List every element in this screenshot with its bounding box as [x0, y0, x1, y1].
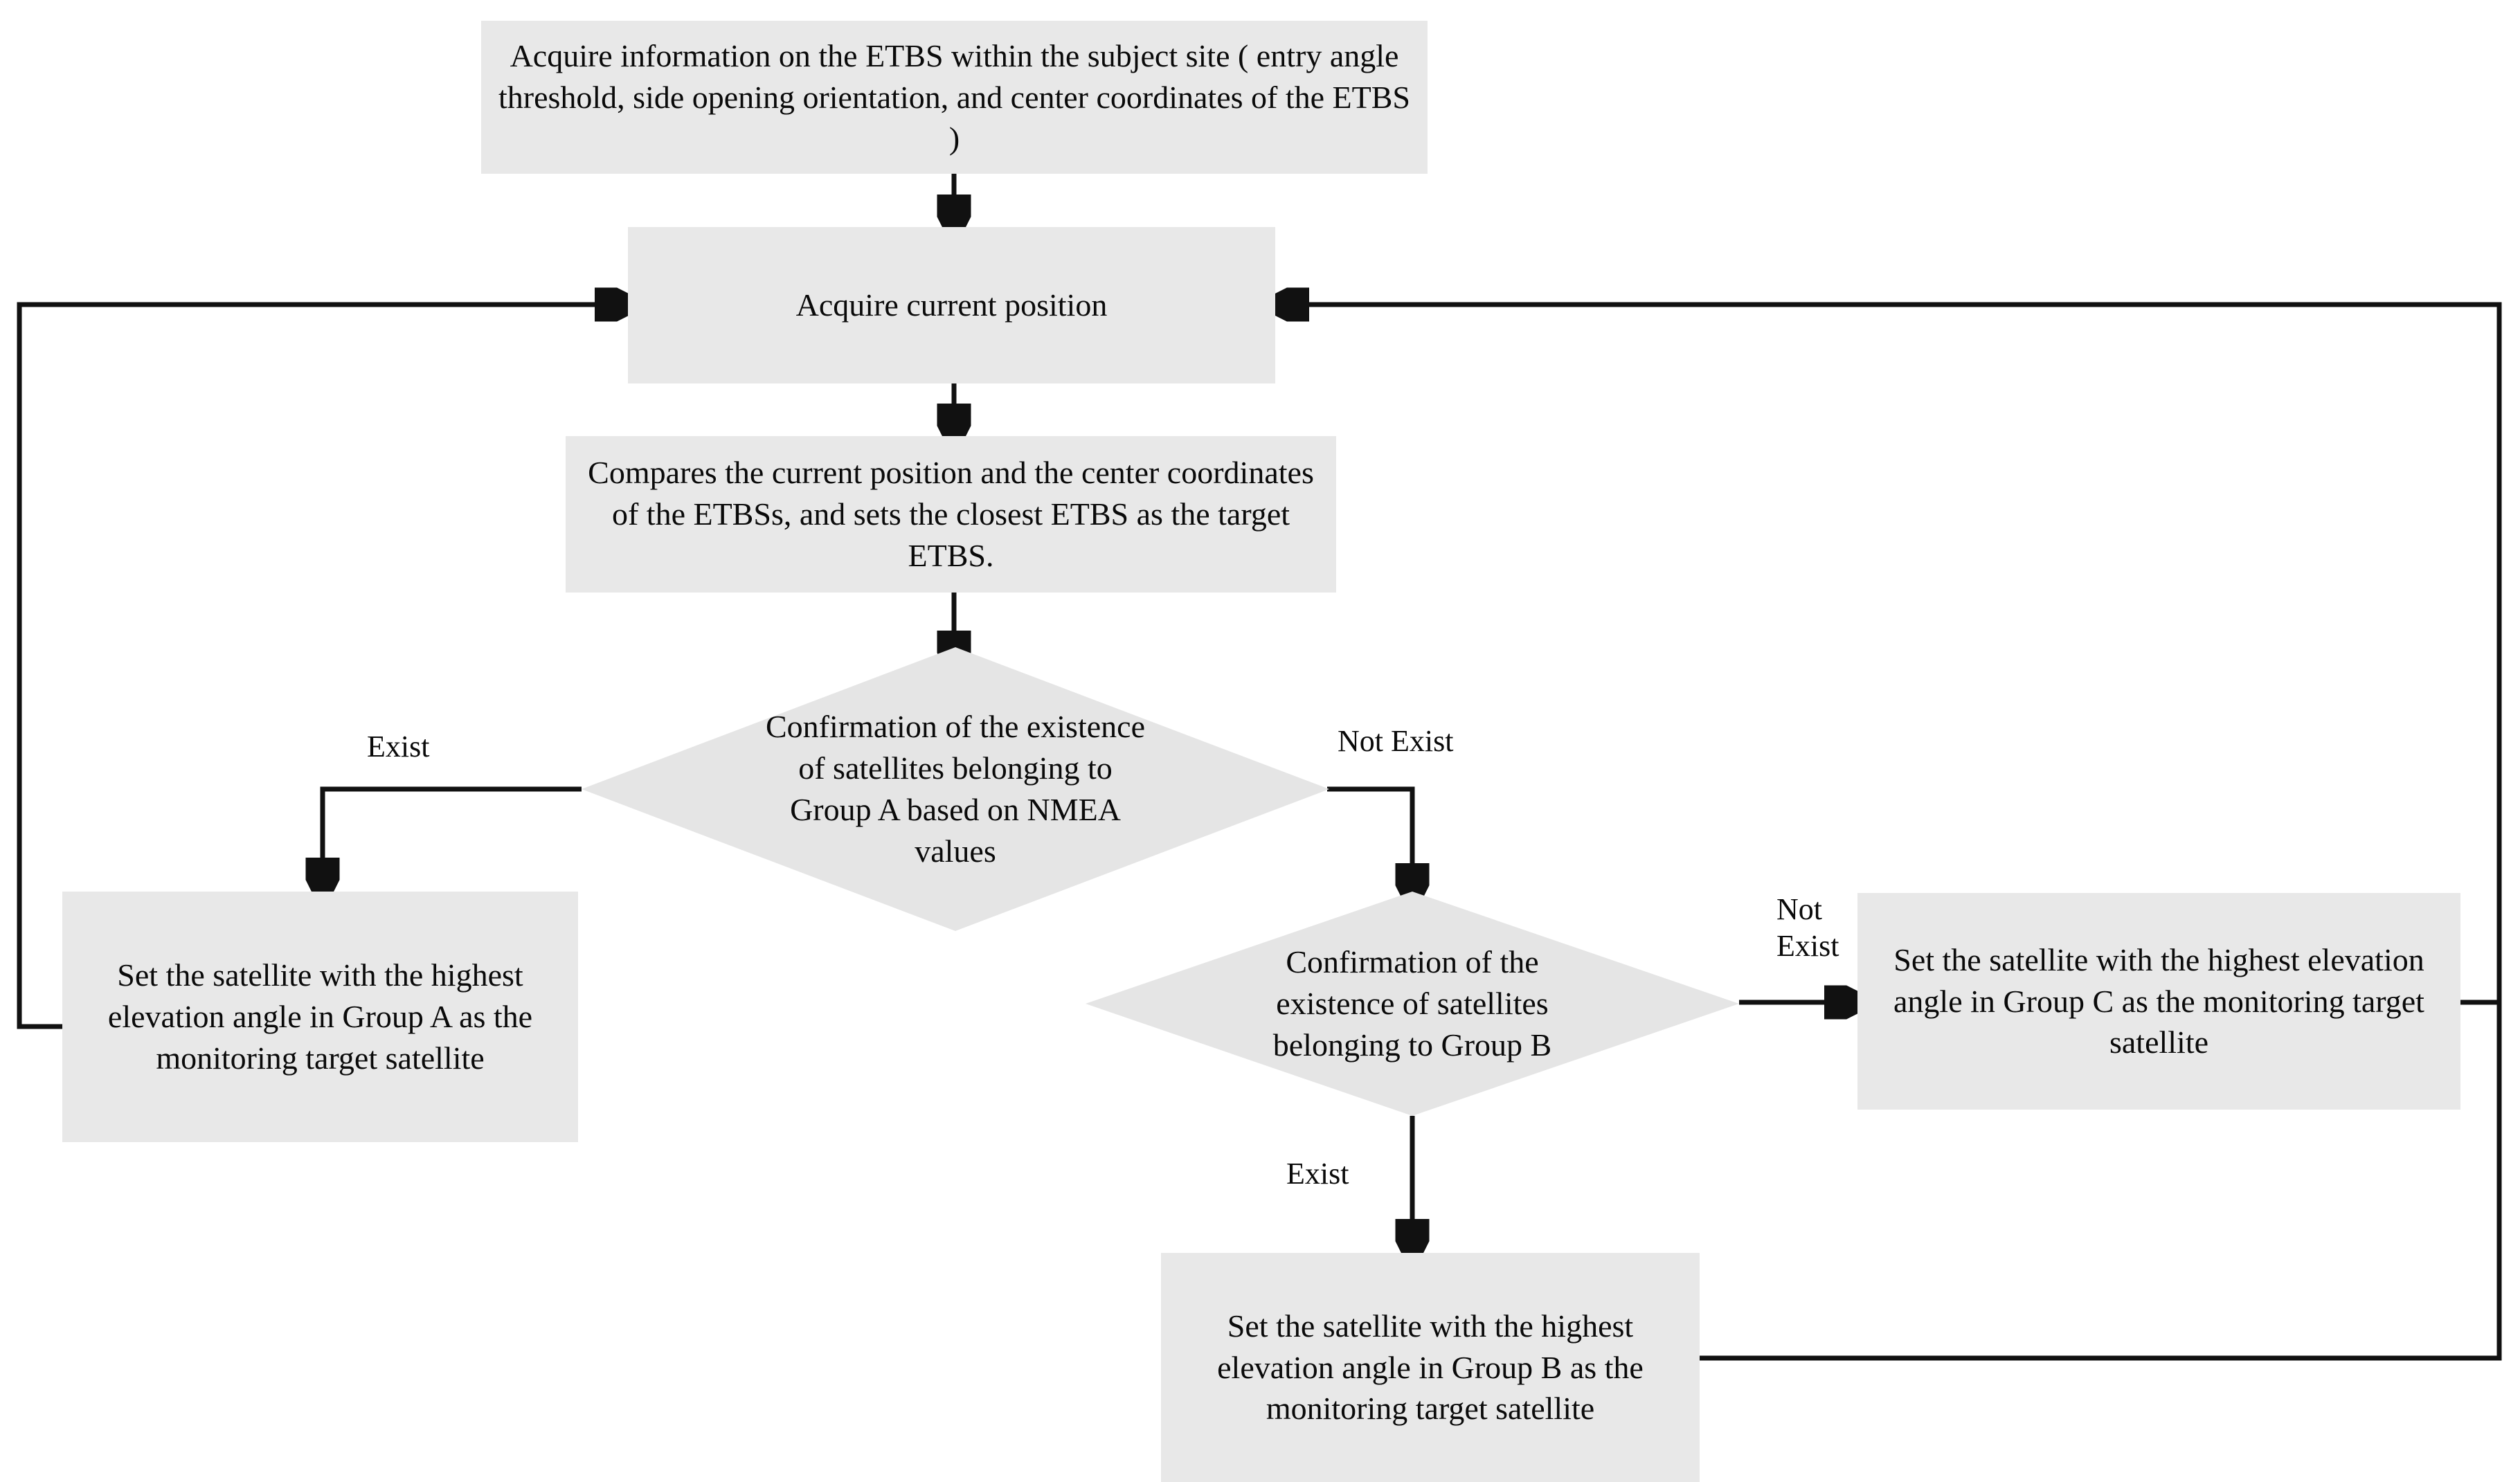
decision-group-b-label: Confirmation of the existence of satelli…: [1272, 944, 1552, 1063]
node-set-group-b: Set the satellite with the highest eleva…: [1161, 1253, 1700, 1482]
edge-group-a-feedback: [17, 305, 623, 1029]
edge-group-c-feedback: [1281, 305, 2502, 1005]
edge-label-group-b-exist: Exist: [1286, 1157, 1349, 1191]
node-set-group-a: Set the satellite with the highest eleva…: [62, 892, 578, 1142]
decision-group-a-label: Confirmation of the existence of satelli…: [765, 709, 1145, 869]
edge-label-group-a-exist: Exist: [367, 730, 430, 763]
edge-label-group-b-not-exist: Not Exist: [1776, 892, 1839, 963]
decision-group-b: Confirmation of the existence of satelli…: [1086, 892, 1739, 1116]
edge-decision-a-not-exist: [1327, 786, 1412, 892]
edge-label-group-a-not-exist: Not Exist: [1338, 724, 1454, 758]
edge-decision-a-exist: [323, 786, 582, 886]
decision-group-a: Confirmation of the existence of satelli…: [582, 647, 1329, 931]
node-acquire-current-position: Acquire current position: [628, 227, 1275, 383]
node-acquire-etbs-info: Acquire information on the ETBS within t…: [481, 21, 1428, 174]
edge-group-b-feedback: [1700, 1002, 2502, 1361]
node-set-group-c: Set the satellite with the highest eleva…: [1857, 893, 2460, 1110]
node-compare-position: Compares the current position and the ce…: [566, 436, 1336, 593]
